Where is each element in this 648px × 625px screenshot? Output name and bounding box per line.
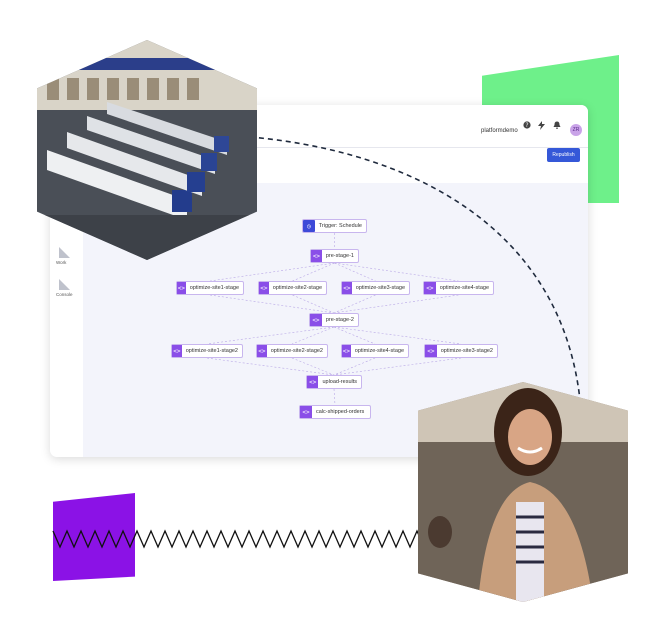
pre-stage-2-node[interactable]: <> pre-stage-2 <box>309 313 359 327</box>
trigger-node[interactable]: ◷ Trigger: Schedule <box>302 219 367 233</box>
account-name[interactable]: platformdemo <box>481 128 518 134</box>
trucks-photo <box>37 40 257 260</box>
flow-node[interactable]: <> optimize-site4-stage <box>341 344 409 358</box>
pre-stage-1-node[interactable]: <> pre-stage-1 <box>310 249 359 263</box>
code-icon: <> <box>259 282 269 294</box>
bolt-icon[interactable] <box>538 121 545 132</box>
woman-photo <box>418 382 628 602</box>
help-icon[interactable]: ? <box>523 121 531 131</box>
code-icon: <> <box>424 282 436 294</box>
flow-node[interactable]: <> optimize-site2-stage <box>258 281 327 295</box>
flow-node[interactable]: <> optimize-site4-stage <box>423 281 494 295</box>
calc-shipped-orders-node[interactable]: <> calc-shipped-orders <box>299 405 371 419</box>
code-icon: <> <box>257 345 267 357</box>
console-icon[interactable] <box>59 279 70 290</box>
code-icon: <> <box>310 314 322 326</box>
svg-text:?: ? <box>525 122 528 129</box>
sidebar-item-work[interactable]: Work <box>56 260 67 265</box>
code-icon: <> <box>300 406 312 418</box>
code-icon: <> <box>311 250 322 262</box>
bell-icon[interactable] <box>553 121 561 131</box>
code-icon: <> <box>425 345 437 357</box>
flow-node[interactable]: <> optimize-site3-stage <box>341 281 410 295</box>
flow-node[interactable]: <> optimize-site1-stage2 <box>171 344 243 358</box>
code-icon: <> <box>307 376 319 388</box>
work-icon[interactable] <box>59 247 70 258</box>
upload-results-node[interactable]: <> upload-results <box>306 375 362 389</box>
avatar[interactable]: ZR <box>570 124 582 136</box>
flow-node[interactable]: <> optimize-site2-stage2 <box>256 344 328 358</box>
purple-decor-shape <box>53 493 135 581</box>
flow-node[interactable]: <> optimize-site3-stage2 <box>424 344 498 358</box>
clock-icon: ◷ <box>303 220 315 232</box>
code-icon: <> <box>342 282 352 294</box>
sidebar-item-console[interactable]: Console <box>56 292 73 297</box>
code-icon: <> <box>177 282 186 294</box>
republish-button[interactable]: Republish <box>547 148 580 162</box>
code-icon: <> <box>172 345 182 357</box>
code-icon: <> <box>342 345 351 357</box>
flow-node[interactable]: <> optimize-site1-stage <box>176 281 244 295</box>
